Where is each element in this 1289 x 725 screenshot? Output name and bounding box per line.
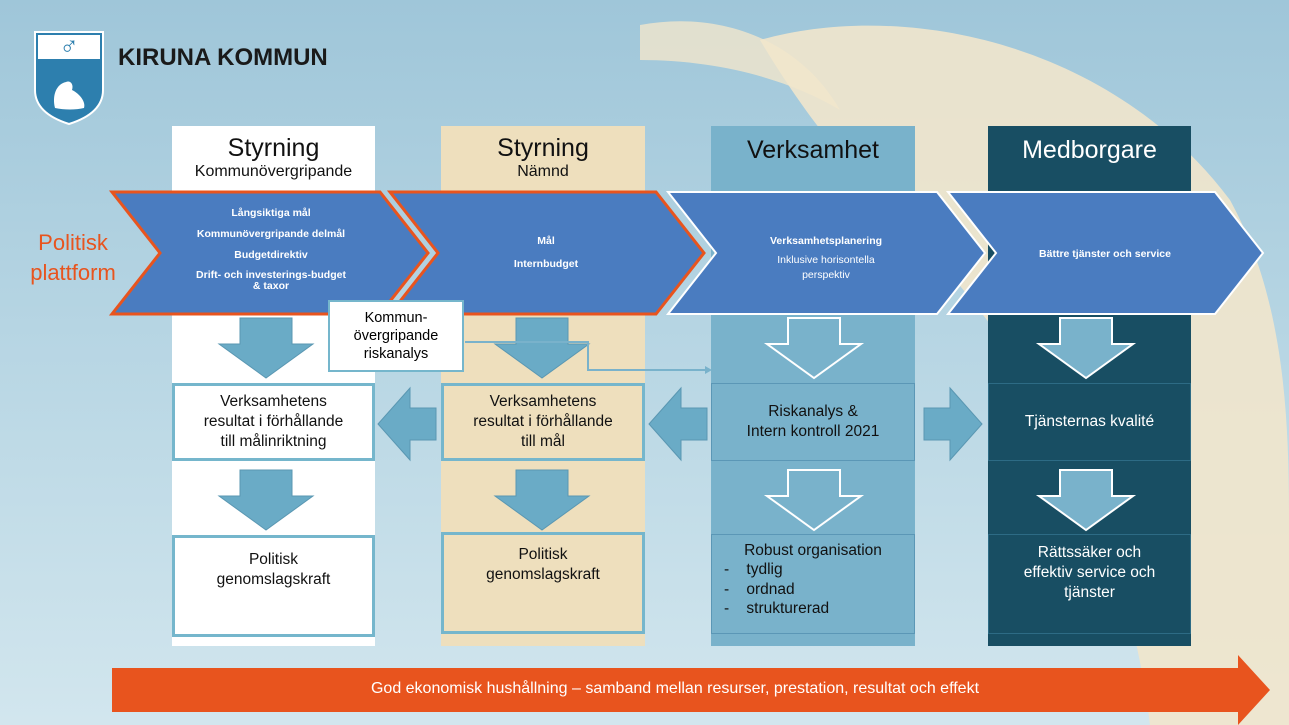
chevron-2 xyxy=(386,190,706,316)
col3-outcome-item: - ordnad xyxy=(724,580,795,598)
col1-result-line: Verksamhetens xyxy=(220,392,327,410)
chevron-4-text: Bättre tjänster och service xyxy=(998,247,1212,262)
risk-callout: Kommun- övergripande riskanalys xyxy=(328,300,464,372)
col3-result-line: Riskanalys & xyxy=(768,402,858,420)
chevron-3 xyxy=(665,191,987,315)
side-label-line1: Politisk xyxy=(38,230,108,255)
chevron-2-line: Mål xyxy=(537,235,555,247)
col3-outcome-item: - tydlig xyxy=(724,561,783,579)
col4-header: Medborgare xyxy=(988,136,1191,165)
chevron-4 xyxy=(945,191,1265,315)
chevron-1-line: Drift- och investerings-budget xyxy=(196,268,346,281)
chevron-2-line: Internbudget xyxy=(513,258,579,271)
risk-connector xyxy=(465,341,705,371)
col2-title: Styrning xyxy=(497,134,589,162)
chevron-2-text: Mål Internbudget xyxy=(440,234,652,272)
col3-result-box: Riskanalys & Intern kontroll 2021 xyxy=(711,383,915,461)
chevron-3-line: Verksamhetsplanering xyxy=(769,235,883,247)
col3-title: Verksamhet xyxy=(746,136,879,164)
col3-header: Verksamhet xyxy=(711,136,915,165)
chevron-1-line: Kommunövergripande delmål xyxy=(196,228,346,241)
chevron-3-text: Verksamhetsplanering Inklusive horisonte… xyxy=(718,234,934,284)
col1-result-box: Verksamhetens resultat i förhållande til… xyxy=(172,383,375,461)
side-label-line2: plattform xyxy=(30,259,116,285)
down-arrow-col4-b xyxy=(1035,469,1137,532)
chevron-1-line: Budgetdirektiv xyxy=(234,249,308,262)
down-arrow-col1-a xyxy=(217,317,315,379)
chevron-3-line: Inklusive horisontella xyxy=(777,254,875,267)
side-label: Politisk plattform xyxy=(20,228,126,287)
col2-result-line: till mål xyxy=(521,433,565,451)
org-name: KIRUNA KOMMUN xyxy=(118,44,328,71)
col3-outcome-item-text: ordnad xyxy=(746,580,795,598)
chevron-1-line: & taxor xyxy=(252,280,290,293)
col4-outcome-line: Rättssäker och xyxy=(1037,544,1142,561)
col4-result-line: Tjänsternas kvalité xyxy=(1024,412,1155,430)
col1-title: Styrning xyxy=(227,134,320,162)
col4-outcome-line: effektiv service och xyxy=(1023,564,1156,582)
col4-outcome-box: Rättssäker och effektiv service och tjän… xyxy=(988,534,1191,634)
chevron-1-text: Långsiktiga mål Kommunövergripande delmå… xyxy=(162,206,380,293)
logo-bird-icon xyxy=(54,81,85,110)
col1-outcome-line: genomslagskraft xyxy=(216,571,331,589)
chevron-3-line: perspektiv xyxy=(802,269,850,282)
left-arrow-col2-to-col1 xyxy=(377,386,437,462)
col1-outcome-box: Politisk genomslagskraft xyxy=(172,535,375,637)
col2-subtitle: Nämnd xyxy=(517,163,569,180)
chevron-1-line: Långsiktiga mål xyxy=(231,207,311,219)
col2-result-line: resultat i förhållande xyxy=(473,412,613,430)
col3-outcome-box: Robust organisation - tydlig - ordnad - … xyxy=(711,534,915,634)
logo-symbol-icon: ♂ xyxy=(59,30,79,60)
down-arrow-col4-a xyxy=(1035,317,1137,380)
risk-callout-line: Kommun- xyxy=(364,309,428,326)
risk-connector-head xyxy=(705,366,712,374)
col2-outcome-line: Politisk xyxy=(518,546,568,563)
risk-callout-line: övergripande xyxy=(353,327,439,344)
col1-header: Styrning Kommunövergripande xyxy=(172,134,375,181)
col2-outcome-box: Politisk genomslagskraft xyxy=(441,532,645,634)
col1-outcome-line: Politisk xyxy=(248,551,299,568)
col3-outcome-title: Robust organisation xyxy=(744,542,882,559)
down-arrow-col3-a xyxy=(763,317,865,380)
down-arrow-col2-a xyxy=(493,317,591,379)
col1-result-line: resultat i förhållande xyxy=(203,412,344,430)
right-arrow-col3-to-col4 xyxy=(923,386,983,462)
col3-outcome-item: - strukturerad xyxy=(724,600,830,618)
col1-subtitle: Kommunövergripande xyxy=(194,163,353,180)
col4-outcome-line: tjänster xyxy=(1064,584,1115,602)
bottom-arrow-shape xyxy=(112,655,1270,725)
down-arrow-col2-b xyxy=(493,469,591,531)
col2-header: Styrning Nämnd xyxy=(441,134,645,181)
down-arrow-col1-b xyxy=(217,469,315,531)
down-arrow-col3-b xyxy=(763,469,865,532)
col2-result-box: Verksamhetens resultat i förhållande til… xyxy=(441,383,645,461)
col4-result-box: Tjänsternas kvalité xyxy=(988,383,1191,461)
col3-result-line: Intern kontroll 2021 xyxy=(746,423,880,440)
risk-callout-line: riskanalys xyxy=(363,346,429,363)
bg-swoosh-small xyxy=(640,21,840,110)
col2-result-line: Verksamhetens xyxy=(489,392,597,410)
bottom-arrow-text: God ekonomisk hushållning – samband mell… xyxy=(370,680,980,697)
col3-outcome-item-text: tydlig xyxy=(746,561,783,579)
col1-result-line: till målinriktning xyxy=(220,433,327,451)
col2-outcome-line: genomslagskraft xyxy=(486,566,600,584)
chevron-4-line: Bättre tjänster och service xyxy=(1039,248,1171,260)
col4-title: Medborgare xyxy=(1022,136,1157,164)
left-arrow-col3-to-col2 xyxy=(648,386,708,462)
col3-outcome-item-text: strukturerad xyxy=(746,600,830,618)
